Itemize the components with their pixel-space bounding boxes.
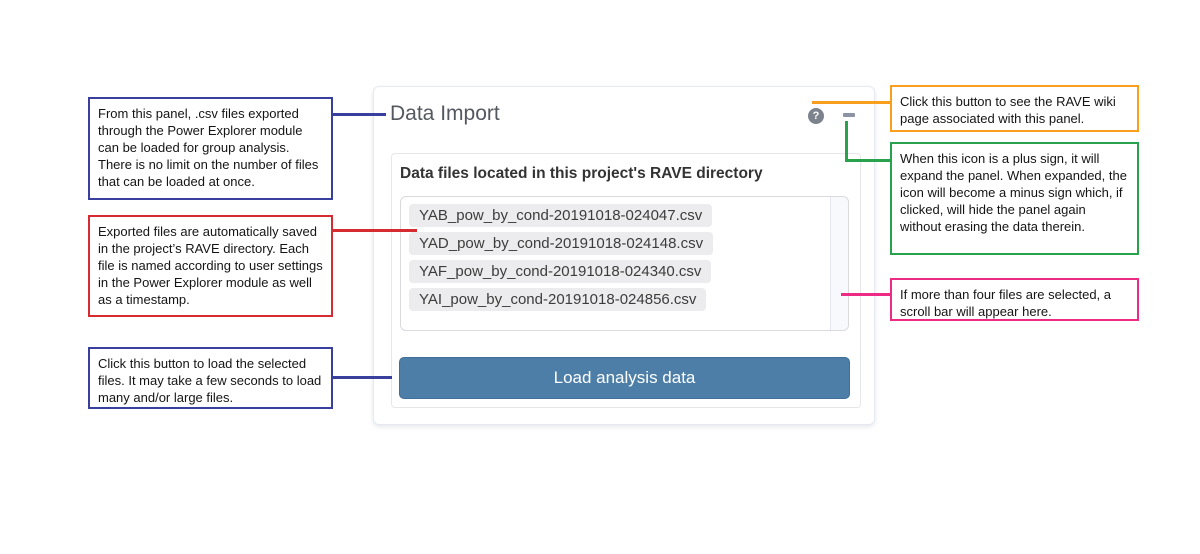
panel-title: Data Import xyxy=(390,102,500,125)
callout-text: Click this button to see the RAVE wiki p… xyxy=(900,94,1116,126)
connector-line-collapse-horizontal xyxy=(845,159,890,162)
file-chip[interactable]: YAD_pow_by_cond-20191018-024148.csv xyxy=(409,232,714,255)
question-circle-icon[interactable]: ? xyxy=(808,108,824,124)
connector-line-wiki-help xyxy=(812,101,890,104)
minus-icon[interactable] xyxy=(843,113,855,117)
connector-line-load-button xyxy=(333,376,392,379)
file-chip[interactable]: YAF_pow_by_cond-20191018-024340.csv xyxy=(409,260,712,283)
connector-line-file-naming xyxy=(333,229,417,232)
callout-panel-purpose: From this panel, .csv files exported thr… xyxy=(88,97,333,200)
callout-scrollbar-note: If more than four files are selected, a … xyxy=(890,278,1139,321)
callout-text: If more than four files are selected, a … xyxy=(900,287,1111,319)
callout-text: From this panel, .csv files exported thr… xyxy=(98,106,319,189)
connector-line-scrollbar xyxy=(841,293,890,296)
file-section-header: Data files located in this project's RAV… xyxy=(400,165,763,182)
callout-text: When this icon is a plus sign, it will e… xyxy=(900,151,1127,234)
file-chip[interactable]: YAB_pow_by_cond-20191018-024047.csv xyxy=(409,204,713,227)
file-chip[interactable]: YAI_pow_by_cond-20191018-024856.csv xyxy=(409,288,707,311)
callout-text: Exported files are automatically saved i… xyxy=(98,224,323,307)
file-list: YAB_pow_by_cond-20191018-024047.csv YAD_… xyxy=(400,196,849,331)
callout-file-naming: Exported files are automatically saved i… xyxy=(88,215,333,317)
connector-line-collapse-vertical xyxy=(845,121,848,162)
panel-body: Data files located in this project's RAV… xyxy=(391,153,861,408)
connector-line-panel-purpose xyxy=(333,113,386,116)
data-import-panel: Data Import ? Data files located in this… xyxy=(373,86,875,425)
callout-load-button: Click this button to load the selected f… xyxy=(88,347,333,409)
load-analysis-data-button[interactable]: Load analysis data xyxy=(399,357,850,399)
callout-wiki-help: Click this button to see the RAVE wiki p… xyxy=(890,85,1139,132)
file-list-scrollbar[interactable] xyxy=(830,197,848,330)
file-chip-column: YAB_pow_by_cond-20191018-024047.csv YAD_… xyxy=(409,204,714,311)
callout-collapse-toggle: When this icon is a plus sign, it will e… xyxy=(890,142,1139,255)
callout-text: Click this button to load the selected f… xyxy=(98,356,322,405)
